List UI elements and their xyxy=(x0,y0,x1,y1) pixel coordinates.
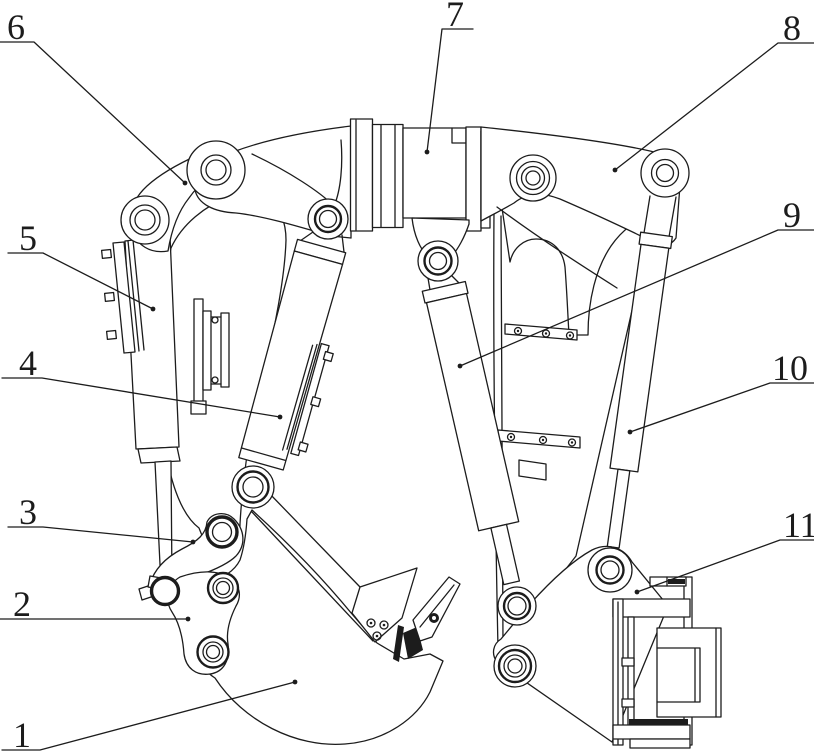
callout-11: 11 xyxy=(634,505,814,595)
leader-dot xyxy=(627,429,633,435)
bucket-lip-edge xyxy=(393,625,404,662)
leader-dot xyxy=(185,616,191,622)
callout-7: 7 xyxy=(424,0,474,155)
callout-number: 7 xyxy=(446,0,464,34)
leader-dot xyxy=(634,589,640,595)
callout-6: 6 xyxy=(0,7,188,186)
leader-dot xyxy=(150,306,156,312)
leader-dot xyxy=(277,414,283,420)
leader-dot xyxy=(292,679,298,685)
right-inner-cylinder xyxy=(421,275,521,586)
right-arm-bolt-strips xyxy=(497,323,581,481)
pivot-bosses xyxy=(120,140,690,688)
leader-dot xyxy=(182,180,188,186)
callout-number: 2 xyxy=(13,584,31,624)
cylinder-4-mount-plate xyxy=(281,342,334,457)
callout-5: 5 xyxy=(7,218,156,312)
rotary-actuator xyxy=(349,118,491,259)
callout-2: 2 xyxy=(0,584,191,624)
leader-dot xyxy=(424,149,430,155)
hook-pin xyxy=(205,515,239,549)
actuator-body xyxy=(402,127,467,219)
bucket-back-beam xyxy=(251,491,374,642)
right-outer-cylinder xyxy=(606,195,677,549)
callout-9: 9 xyxy=(457,195,814,369)
callout-number: 5 xyxy=(19,218,37,258)
callout-number: 1 xyxy=(13,715,31,752)
callout-3: 3 xyxy=(7,492,196,545)
callout-8: 8 xyxy=(612,8,814,173)
bucket xyxy=(192,491,461,746)
tooth-adapter-plate xyxy=(351,567,418,643)
callout-number: 11 xyxy=(783,505,814,545)
leader-dot xyxy=(190,539,196,545)
callout-1: 1 xyxy=(1,679,298,752)
callout-number: 9 xyxy=(783,195,801,235)
right-arm xyxy=(493,207,655,650)
leader-dot xyxy=(612,167,618,173)
leader-dot xyxy=(457,363,463,369)
callout-10: 10 xyxy=(627,348,814,435)
coupler-jaw xyxy=(656,627,722,718)
callout-number: 6 xyxy=(7,7,25,47)
callout-number: 8 xyxy=(783,8,801,48)
cylinder-5-mount-plate xyxy=(100,239,145,354)
rod-pin xyxy=(149,575,181,607)
callout-number: 3 xyxy=(19,492,37,532)
left-inner-cylinder xyxy=(238,231,347,471)
quick-coupler xyxy=(612,576,722,749)
callout-4: 4 xyxy=(1,343,283,420)
left-outer-cylinder xyxy=(100,230,181,586)
callout-number: 10 xyxy=(772,348,808,388)
callout-number: 4 xyxy=(19,343,37,383)
